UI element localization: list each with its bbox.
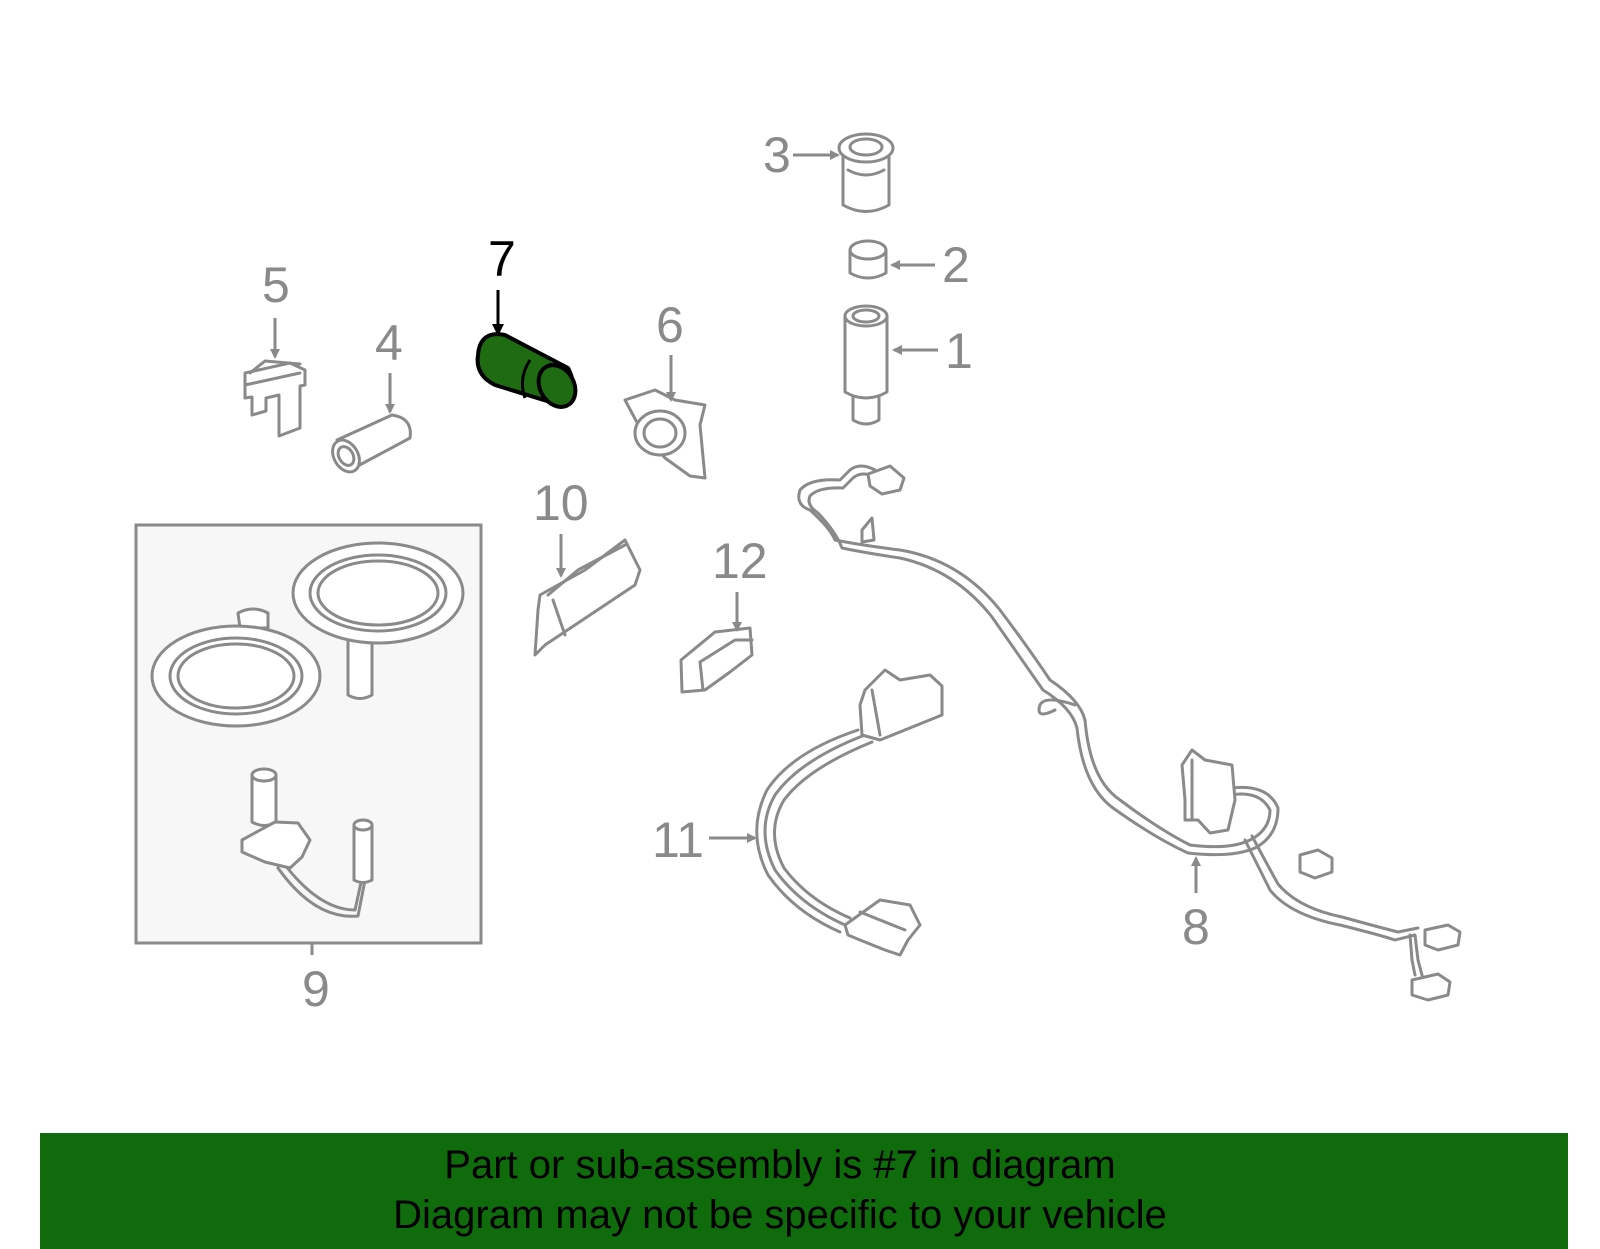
callout-8-label: 8 (1182, 899, 1210, 955)
part-7-grommet-highlighted (475, 332, 578, 409)
part-11-harness (755, 668, 944, 957)
callout-5-label: 5 (262, 257, 290, 313)
footer-disclaimer: Diagram may not be specific to your vehi… (393, 1193, 1167, 1237)
callout-2-label: 2 (942, 237, 970, 293)
part-8-harness (797, 464, 1462, 1002)
callout-7-label: 7 (488, 231, 516, 287)
callout-6-label: 6 (656, 297, 684, 353)
part-1-sleeve (843, 304, 889, 426)
callout-12-label: 12 (712, 533, 768, 589)
footer-part-note: Part or sub-assembly is #7 in diagram (444, 1143, 1116, 1187)
callout-4-label: 4 (375, 315, 403, 371)
part-10-bracket (533, 538, 642, 657)
part-2-ring (848, 239, 888, 280)
callout-9-label: 9 (302, 961, 330, 1017)
part-3-cap (837, 132, 895, 213)
callout-11-label: 11 (652, 812, 704, 868)
footer-banner: Part or sub-assembly is #7 in diagram Di… (40, 1133, 1568, 1249)
part-9-kit-box (134, 523, 483, 945)
part-6-bracket (623, 388, 707, 480)
part-5-clip (243, 359, 307, 438)
part-12-block (679, 626, 754, 694)
callout-10-label: 10 (533, 475, 589, 531)
callout-3-label: 3 (763, 127, 791, 183)
callout-1-label: 1 (945, 323, 973, 379)
part-4-cylinder (331, 413, 412, 474)
